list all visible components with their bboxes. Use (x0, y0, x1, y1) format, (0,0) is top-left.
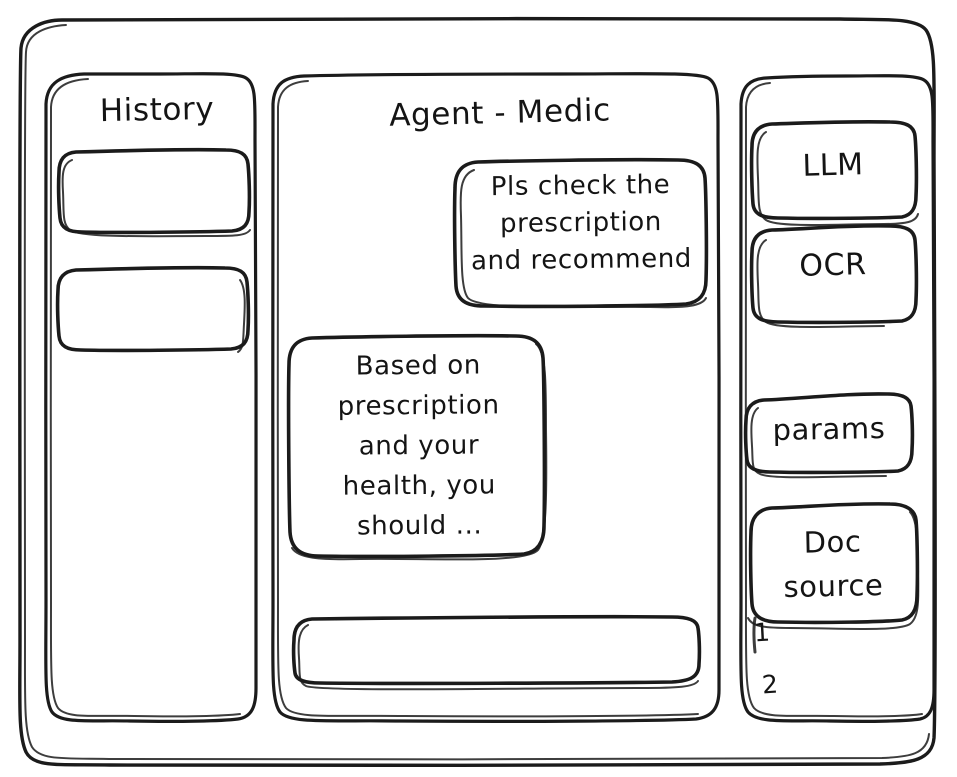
history-item-1[interactable] (59, 150, 250, 233)
history-panel-title: History (99, 90, 215, 130)
doc-source-item-2[interactable]: 2 (761, 669, 780, 700)
message-input[interactable] (294, 617, 700, 684)
doc-source-item-1[interactable]: 1 (753, 617, 772, 648)
tool-ocr-button[interactable] (752, 226, 917, 323)
page-title: Agent - Medic (388, 92, 612, 134)
history-item-2[interactable] (58, 268, 249, 351)
tool-llm-button[interactable] (752, 122, 917, 219)
user-message-bubble: Pls check the prescription and recommend (470, 169, 693, 277)
tool-params-button[interactable] (746, 394, 913, 474)
assistant-message-bubble: Based on prescription and your health, y… (337, 350, 500, 542)
doc-source-button[interactable] (751, 504, 918, 624)
